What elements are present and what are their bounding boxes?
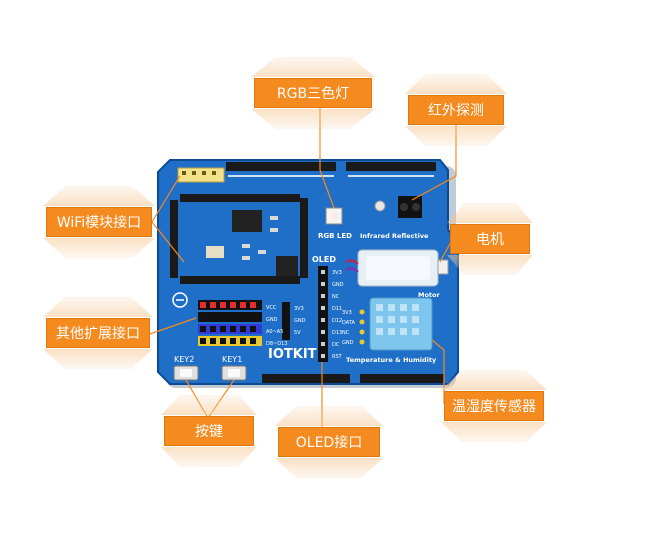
motor xyxy=(345,249,449,287)
svg-text:GND: GND xyxy=(342,340,354,346)
svg-text:D8~D13: D8~D13 xyxy=(266,341,287,347)
brand-text: IOTKIT xyxy=(268,347,317,362)
logo-icon xyxy=(172,292,188,308)
svg-text:VCC: VCC xyxy=(266,305,277,311)
key2-button xyxy=(173,365,199,381)
svg-text:DC: DC xyxy=(332,342,340,348)
key2-text: KEY2 xyxy=(174,355,194,364)
oled-pin-labels: 3V3 GND NC D11 D12 D13 DC RST xyxy=(332,270,344,360)
svg-text:DATA: DATA xyxy=(342,320,355,326)
svg-text:NC: NC xyxy=(332,294,340,300)
infrared-text: Infrared Reflective xyxy=(360,232,429,240)
label-oled: OLED接口 xyxy=(278,427,380,457)
oled-text: OLED xyxy=(312,255,336,264)
top-pin-header xyxy=(226,162,336,171)
svg-text:D13: D13 xyxy=(332,330,342,336)
ic-chip-2 xyxy=(276,256,298,276)
th-pin-labels: 3V3 DATA NC GND xyxy=(342,310,355,346)
motor-text: Motor xyxy=(418,291,441,299)
th-text: Temperature & Humidity xyxy=(346,356,437,364)
svg-text:5V: 5V xyxy=(294,330,301,336)
svg-text:3V3: 3V3 xyxy=(294,306,304,312)
svg-text:GND: GND xyxy=(294,318,306,324)
infrared-sensor xyxy=(398,196,422,218)
label-keys: 按键 xyxy=(164,416,254,446)
svg-text:RST: RST xyxy=(332,354,343,360)
svg-text:A0~A5: A0~A5 xyxy=(266,329,283,335)
label-infrared: 红外探测 xyxy=(408,95,504,125)
key1-button xyxy=(221,365,247,381)
rgb-led-text: RGB LED xyxy=(318,232,352,240)
svg-text:3V3: 3V3 xyxy=(342,310,352,316)
label-motor: 电机 xyxy=(450,224,530,254)
svg-text:NC: NC xyxy=(342,330,350,336)
label-temp-humidity: 温湿度传感器 xyxy=(444,391,544,421)
label-ext: 其他扩展接口 xyxy=(46,318,150,348)
svg-text:3V3: 3V3 xyxy=(332,270,342,276)
dht-sensor xyxy=(359,297,433,351)
svg-text:GND: GND xyxy=(332,282,344,288)
bottom-pin-header xyxy=(262,374,350,383)
svg-text:D11: D11 xyxy=(332,306,342,312)
label-rgb-led: RGB三色灯 xyxy=(254,78,372,108)
ic-chip-1 xyxy=(232,210,262,232)
extension-header-rows xyxy=(198,300,262,346)
label-wifi: WiFi模块接口 xyxy=(46,207,152,237)
oled-header xyxy=(318,266,328,362)
key1-text: KEY1 xyxy=(222,355,242,364)
svg-text:GND: GND xyxy=(266,317,278,323)
svg-text:D12: D12 xyxy=(332,318,342,324)
